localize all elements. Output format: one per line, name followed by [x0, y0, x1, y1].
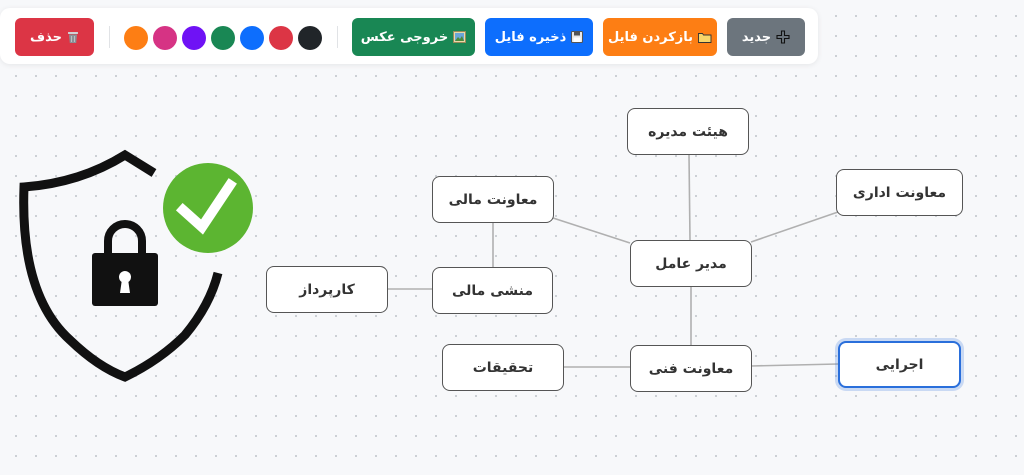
toolbar-divider: [337, 26, 338, 48]
node-ceo[interactable]: مدیر عامل: [630, 240, 752, 287]
node-technical-deputy[interactable]: معاونت فنی: [630, 345, 752, 392]
color-swatch-green[interactable]: [211, 26, 235, 50]
node-board-label: هیئت مدیره: [648, 123, 728, 140]
new-button[interactable]: جدید: [727, 18, 805, 56]
open-file-button[interactable]: بازکردن فایل: [603, 18, 717, 56]
node-admin-deputy-label: معاونت اداری: [852, 184, 947, 201]
image-icon: [453, 31, 467, 43]
node-finance-secretary-label: منشی مالی: [452, 282, 534, 299]
node-board[interactable]: هیئت مدیره: [627, 108, 749, 155]
delete-label: حذف: [30, 29, 62, 45]
delete-button[interactable]: حذف: [15, 18, 94, 56]
node-technical-deputy-label: معاونت فنی: [648, 360, 734, 377]
color-swatch-black[interactable]: [298, 26, 322, 50]
security-illustration: [10, 145, 260, 390]
green-checkmark-icon: [163, 163, 253, 253]
node-admin-deputy[interactable]: معاونت اداری: [836, 169, 963, 216]
node-purchaser[interactable]: کارپرداز: [266, 266, 388, 313]
node-research[interactable]: تحقیقات: [442, 344, 564, 391]
edge-board-ceo: [688, 154, 691, 241]
node-finance-deputy-label: معاونت مالی: [448, 191, 538, 208]
color-swatch-purple[interactable]: [182, 26, 206, 50]
edge-finance-ceo: [552, 217, 631, 244]
edge-technical-executive: [750, 363, 839, 367]
node-executive-label: اجرایی: [875, 356, 924, 373]
save-file-button[interactable]: ذخیره فایل: [485, 18, 593, 56]
color-swatch-blue[interactable]: [240, 26, 264, 50]
shield-icon: [19, 149, 253, 382]
edge-admin-ceo: [750, 211, 839, 243]
color-swatch-pink[interactable]: [153, 26, 177, 50]
toolbar: حذف خروجی عکس ذخیره فایل بازکردن فایل جد…: [0, 8, 818, 64]
export-image-label: خروجی عکس: [360, 29, 449, 45]
color-swatch-red[interactable]: [269, 26, 293, 50]
save-file-label: ذخیره فایل: [494, 29, 567, 45]
plus-icon: [776, 30, 790, 44]
folder-icon: [698, 32, 712, 43]
node-research-label: تحقیقات: [472, 359, 534, 376]
node-finance-secretary[interactable]: منشی مالی: [432, 267, 553, 314]
open-file-label: بازکردن فایل: [607, 29, 694, 45]
new-label: جدید: [741, 29, 772, 45]
export-image-button[interactable]: خروجی عکس: [352, 18, 475, 56]
padlock-icon: [92, 220, 158, 306]
node-finance-deputy[interactable]: معاونت مالی: [432, 176, 554, 223]
toolbar-divider: [109, 26, 110, 48]
node-purchaser-label: کارپرداز: [299, 281, 355, 298]
color-swatch-orange[interactable]: [124, 26, 148, 50]
node-executive[interactable]: اجرایی: [838, 341, 961, 388]
trash-icon: [67, 31, 79, 44]
floppy-disk-icon: [571, 31, 584, 43]
node-ceo-label: مدیر عامل: [655, 255, 727, 272]
